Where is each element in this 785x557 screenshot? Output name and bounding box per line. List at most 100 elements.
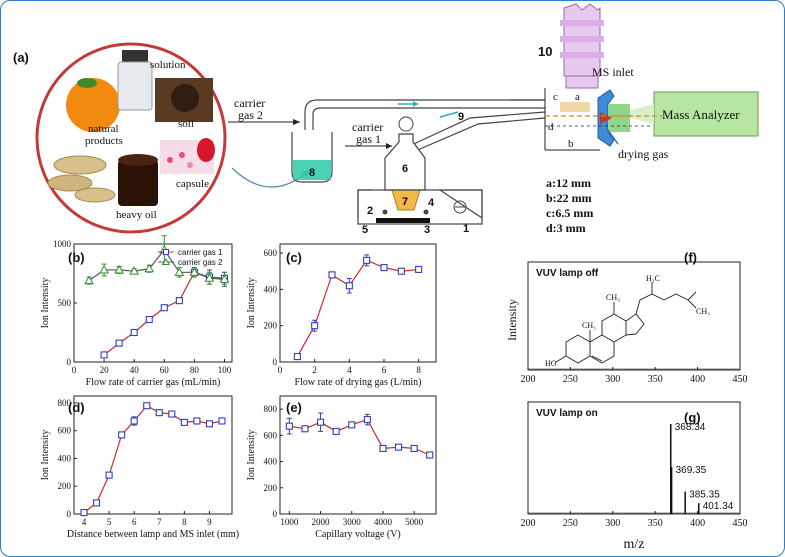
data-point-e-0-1: [301, 425, 309, 433]
data-point-b-0-5: [175, 297, 183, 305]
label-heavy-oil: heavy oil: [116, 209, 157, 221]
y-tick-label-d-1: 200: [58, 481, 72, 491]
y-tick-label-c-1: 200: [264, 321, 278, 331]
y-axis-label-d: Ion Intensity: [40, 430, 51, 481]
data-point-e-0-5: [363, 416, 371, 424]
legend-label-1: carrier gas 2: [178, 258, 223, 267]
data-point-d-0-11: [218, 417, 226, 425]
capsule-image: [160, 138, 215, 174]
label-solution: solution: [150, 59, 186, 71]
peak-label-g-2: 385.35: [689, 490, 720, 501]
x-tick-label-g-0: 200: [521, 518, 536, 529]
x-tick-label-f-4: 400: [690, 374, 705, 385]
spectrum-title-g: VUV lamp on: [536, 408, 598, 419]
data-point-e-0-2: [317, 418, 325, 426]
data-point-e-0-8: [410, 444, 418, 452]
label-products: products: [85, 135, 123, 147]
molecule-atom-h3c: H₃C: [646, 274, 660, 283]
data-point-e-0-9: [426, 451, 434, 459]
x-tick-label-g-3: 350: [648, 518, 663, 529]
x-tick-label-c-4: 8: [416, 365, 421, 375]
data-point-b-1-8: [204, 273, 215, 282]
y-tick-label-e-4: 800: [264, 404, 278, 414]
molecule-atom-ch3c: CH₃: [696, 307, 710, 316]
series-line-e-0: [289, 418, 430, 456]
plot-area-d: [73, 395, 233, 515]
flow-arrow-2: [439, 111, 459, 118]
part-6: 6: [402, 163, 408, 175]
peak-label-g-3: 401.34: [703, 501, 734, 512]
data-point-b-1-6: [174, 267, 185, 276]
dimension-a: a:12 mm: [546, 176, 591, 190]
panel-f-label: (f): [684, 250, 697, 265]
x-tick-label-g-2: 300: [605, 518, 620, 529]
x-tick-label-e-0: 1000: [280, 517, 299, 527]
data-point-d-0-2: [105, 471, 113, 479]
part-2: 2: [367, 205, 373, 217]
x-tick-label-f-1: 250: [563, 374, 578, 385]
x-tick-label-d-4: 8: [182, 517, 187, 527]
y-tick-label-b-1: 500: [58, 298, 72, 308]
y-tick-label-e-2: 400: [264, 457, 278, 467]
x-tick-label-f-0: 200: [521, 374, 536, 385]
part-4: 4: [428, 197, 435, 209]
legend-label-0: carrier gas 1: [178, 248, 223, 257]
x-tick-label-f-5: 450: [733, 374, 748, 385]
data-point-b-0-3: [145, 315, 153, 324]
dim-b: b: [568, 138, 574, 150]
wash-bottle: 8: [291, 132, 333, 183]
panel-b-label: (b): [68, 250, 85, 265]
x-tick-label-b-4: 80: [190, 365, 200, 375]
data-point-e-0-0: [285, 422, 293, 430]
x-tick-label-g-5: 450: [733, 518, 748, 529]
data-point-c-0-5: [380, 264, 388, 272]
label-ms-inlet: MS inlet: [592, 65, 634, 79]
x-tick-label-f-3: 350: [648, 374, 663, 385]
peak-label-g-0: 368.34: [675, 422, 706, 433]
panel-a-label: (a): [13, 50, 29, 65]
data-point-d-0-5: [143, 402, 151, 410]
sample-circle: solution natural products soil capsule h…: [35, 42, 227, 234]
spectrum-title-f: VUV lamp off: [536, 268, 599, 279]
label-soil: soil: [178, 118, 194, 130]
dim-d: d: [548, 121, 554, 133]
x-axis-label-g: m/z: [624, 537, 645, 552]
x-tick-label-c-3: 6: [382, 365, 387, 375]
plot-area-g: [527, 401, 741, 515]
y-axis-label-b: Ion Intensity: [40, 278, 51, 329]
reaction-flask: 6 7: [384, 116, 426, 211]
dimension-b: b:22 mm: [546, 191, 592, 205]
x-tick-label-d-5: 9: [207, 517, 212, 527]
data-point-d-0-6: [155, 409, 163, 417]
label-mass-analyzer: Mass Analyzer: [662, 107, 740, 122]
data-point-c-0-4: [363, 256, 371, 264]
dimension-d: d:3 mm: [546, 221, 586, 235]
y-tick-label-d-4: 800: [58, 398, 72, 408]
data-point-c-0-2: [328, 271, 336, 279]
x-axis-label-c: Flow rate of drying gas (L/min): [295, 377, 422, 388]
y-axis-label-c: Ion Intensity: [246, 278, 257, 329]
herb-slices-image: [47, 155, 116, 203]
data-point-b-1-7: [189, 267, 200, 276]
vuv-lamp: 10: [538, 3, 604, 89]
y-tick-label-b-2: 1000: [53, 239, 72, 249]
y-tick-label-e-1: 200: [264, 483, 278, 493]
plot-area-e: [279, 395, 437, 515]
y-tick-label-b-0: 0: [67, 357, 72, 367]
data-point-e-0-7: [395, 443, 403, 451]
data-point-c-0-6: [397, 267, 405, 275]
data-point-d-0-8: [180, 418, 188, 426]
data-point-c-0-7: [415, 265, 423, 273]
x-tick-label-f-2: 300: [605, 374, 620, 385]
x-tick-label-b-3: 60: [160, 365, 170, 375]
y-axis-label-f: Intensity: [505, 299, 519, 341]
label-capsule: capsule: [176, 178, 209, 190]
plot-area-c: [279, 243, 437, 363]
data-point-b-1-3: [129, 266, 140, 275]
y-tick-label-c-3: 600: [264, 248, 278, 258]
data-point-e-0-3: [332, 427, 340, 435]
mass-analyzer: Mass Analyzer: [612, 91, 759, 137]
